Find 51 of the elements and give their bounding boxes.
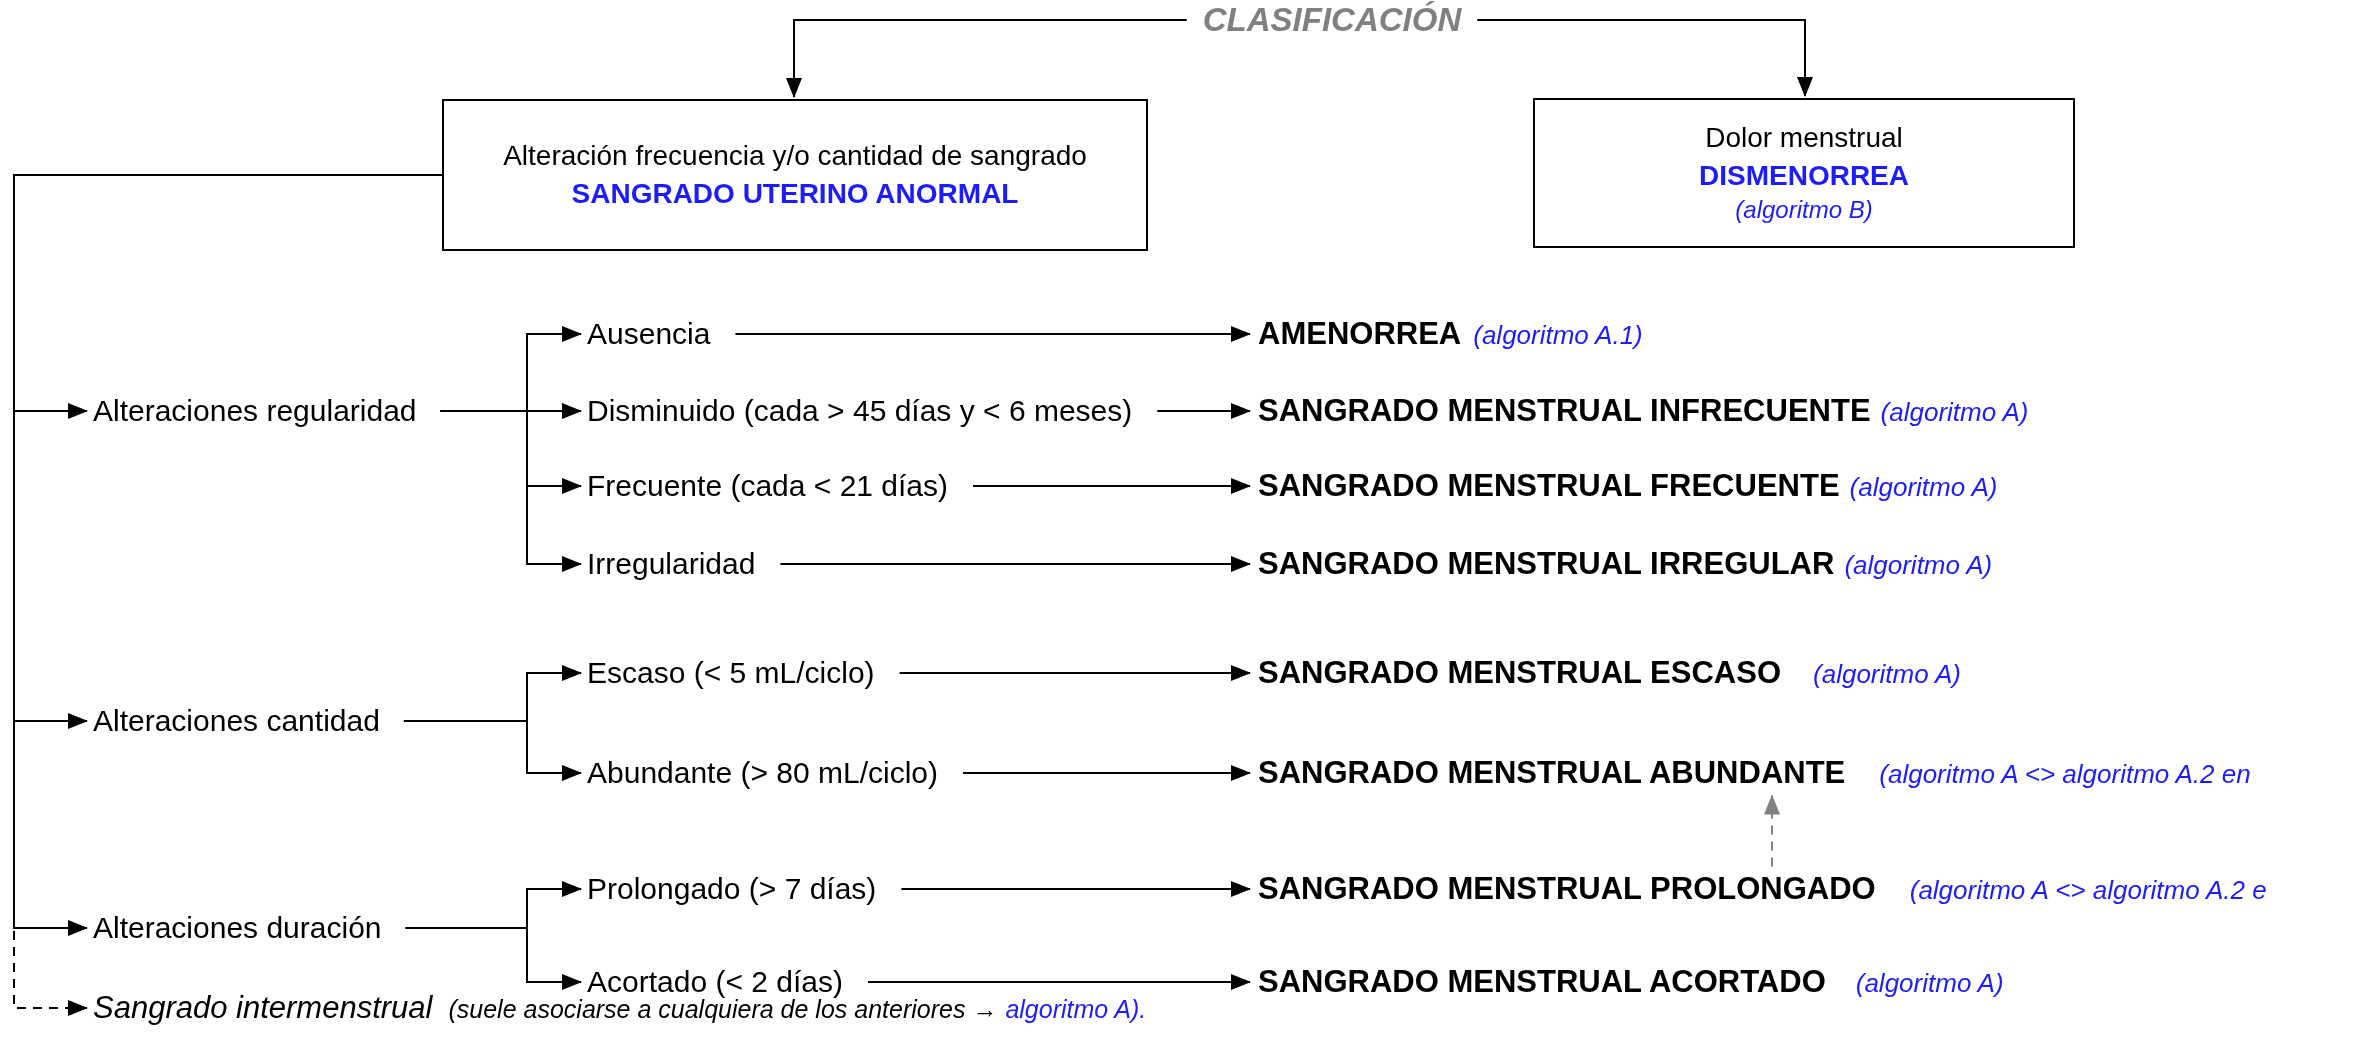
branch-label: Abundante (> 80 mL/ciclo): [587, 755, 939, 791]
arrow: [439, 410, 582, 572]
branch-label: Ausencia: [587, 316, 711, 352]
arrow: [962, 765, 1251, 781]
arrow: [1764, 794, 1780, 868]
arrow: [404, 927, 582, 990]
algorithm-note: (algoritmo A): [1844, 550, 1993, 582]
branch-label: Disminuido (cada > 45 días y < 6 meses): [587, 393, 1133, 429]
algorithm-note: (algoritmo A <> algoritmo A.2 en: [1879, 759, 2251, 791]
branch-label: Alteraciones duración: [93, 910, 382, 946]
branch-label: Acortado (< 2 días): [587, 964, 843, 1000]
branch-label: Escaso (< 5 mL/ciclo): [587, 655, 875, 691]
process-box: [442, 99, 1148, 251]
category-label: SANGRADO MENSTRUAL PROLONGADO: [1258, 870, 1876, 908]
box-text: Dolor menstrual: [1705, 121, 1903, 155]
category-label: SANGRADO MENSTRUAL IRREGULAR: [1258, 545, 1835, 583]
arrow: [900, 881, 1251, 897]
category-label: SANGRADO MENSTRUAL ESCASO: [1258, 654, 1782, 692]
arrow: [866, 974, 1251, 990]
arrow: [898, 665, 1251, 681]
arrow: [779, 556, 1251, 572]
category-label: AMENORREA: [1258, 315, 1462, 353]
algorithm-note: (algoritmo A <> algoritmo A.2 e: [1909, 875, 2267, 907]
category-label: SANGRADO MENSTRUAL ABUNDANTE: [1258, 754, 1846, 792]
branch-label: Irregularidad: [587, 546, 756, 582]
category-label: SANGRADO MENSTRUAL FRECUENTE: [1258, 467, 1840, 505]
category-label: SANGRADO MENSTRUAL ACORTADO: [1258, 963, 1826, 1001]
arrow: [734, 326, 1251, 342]
process-box: [1533, 98, 2075, 248]
algorithm-note: (algoritmo A): [1813, 659, 1961, 691]
box-heading: DISMENORREA: [1699, 158, 1909, 193]
title: CLASIFICACIÓN: [1202, 1, 1462, 39]
algorithm-note: (algoritmo A): [1880, 397, 2029, 429]
algorithm-note: (algoritmo A): [1855, 968, 2004, 1000]
algorithm-note: (algoritmo B): [1735, 196, 1873, 225]
arrow: [1476, 19, 1813, 97]
box-text: Alteración frecuencia y/o cantidad de sangrado: [503, 139, 1087, 173]
arrow: [1156, 403, 1251, 419]
category-label: SANGRADO MENSTRUAL INFRECUENTE: [1258, 392, 1871, 430]
box-heading: SANGRADO UTERINO ANORMAL: [571, 177, 1019, 211]
category-label: Sangrado intermenstrual: [93, 989, 433, 1027]
arrow: [402, 720, 582, 781]
branch-label: Alteraciones regularidad: [93, 393, 417, 429]
arrow: [972, 478, 1251, 494]
branch-label: Prolongado (> 7 días): [587, 871, 877, 907]
branch-label: Frecuente (cada < 21 días): [587, 468, 949, 504]
branch-label: Alteraciones cantidad: [93, 703, 380, 739]
algorithm-note: (algoritmo A.1): [1473, 320, 1643, 352]
algorithm-note: algoritmo A).: [1005, 994, 1147, 1025]
arrow: [786, 19, 1188, 98]
algorithm-note: (algoritmo A): [1849, 472, 1998, 504]
